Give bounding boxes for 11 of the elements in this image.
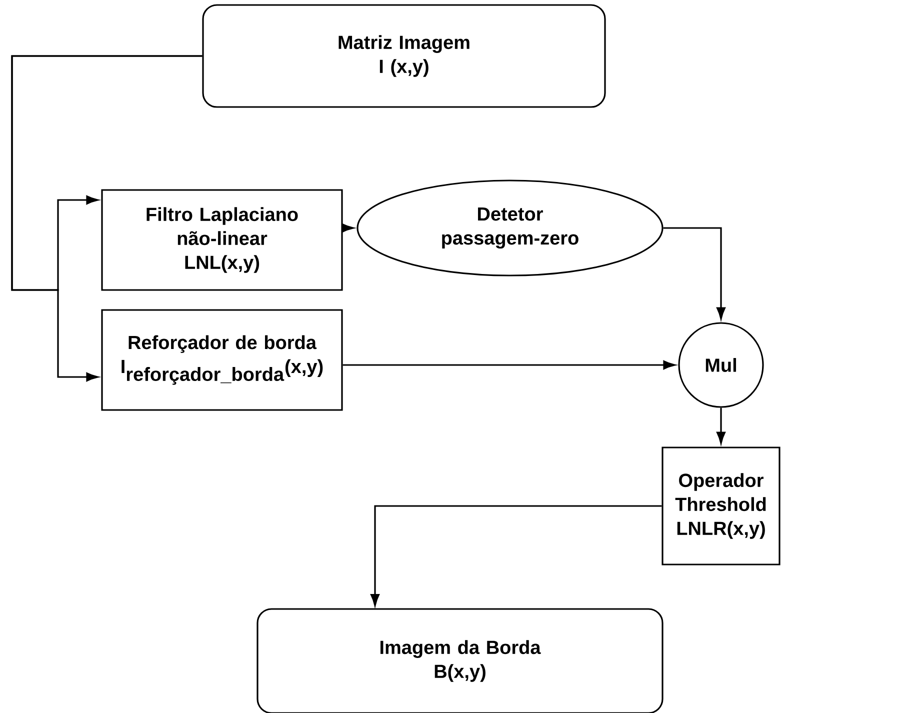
arrow [342,360,676,370]
arrow [716,408,726,444]
process-box: Reforçador de borda $\mathbf{I}_{\mbox{\bfseries reforçador\_borda}}\mbox{\bfseries (x,y)}$ [101,309,343,411]
arrow [342,224,354,232]
process-box: Matriz Imagem I (x,y) [202,4,606,108]
arrow [11,55,202,382]
output-box: Imagem da Borda B(x,y) [256,608,664,713]
process-box: Operador Threshold LNLR(x,y) [662,446,780,566]
process-box: Filtro Laplaciano não-linear LNL(x,y) [101,189,343,291]
arrow [370,505,662,606]
arrow [663,227,726,320]
